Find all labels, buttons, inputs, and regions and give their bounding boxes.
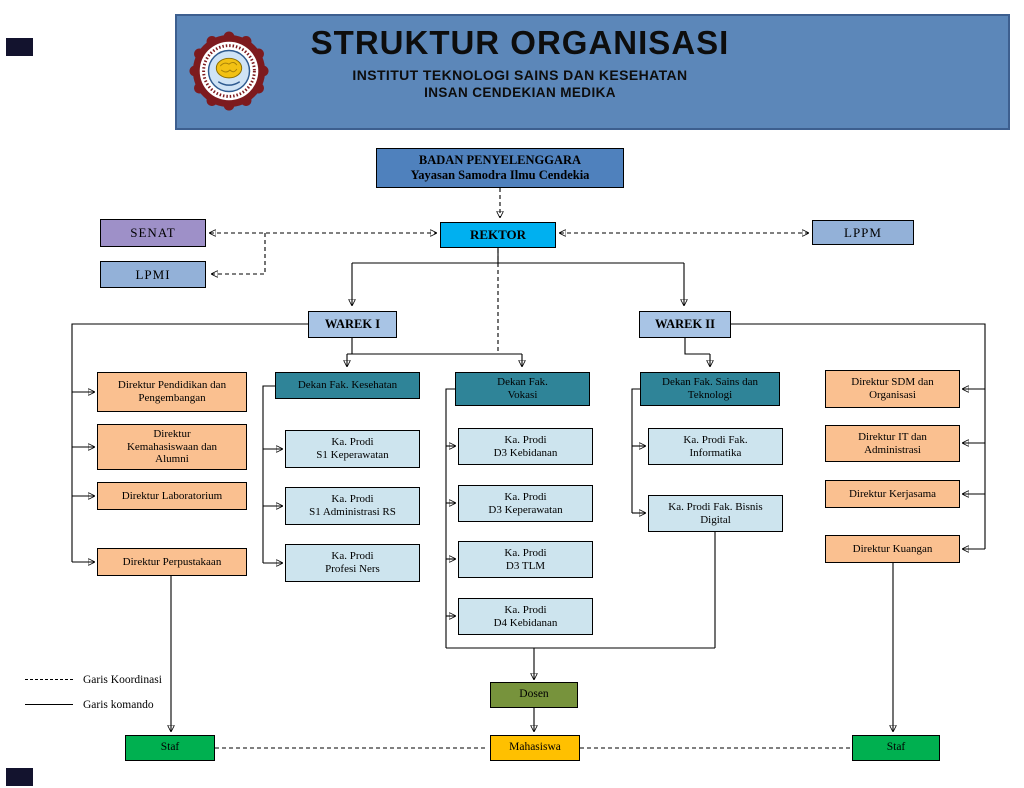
- node-senat: SENAT: [100, 219, 206, 247]
- node-rektor: REKTOR: [440, 222, 556, 248]
- node-staf-right: Staf: [852, 735, 940, 761]
- header-text-block: STRUKTUR ORGANISASI INSTITUT TEKNOLOGI S…: [195, 22, 845, 101]
- node-direktur-pendidikan: Direktur Pendidikan dan Pengembangan: [97, 372, 247, 412]
- node-kaprodi-s1-keperawatan: Ka. Prodi S1 Keperawatan: [285, 430, 420, 468]
- page-title: STRUKTUR ORGANISASI: [310, 24, 730, 61]
- legend: Garis Koordinasi Garis komando: [25, 667, 162, 717]
- node-direktur-keuangan: Direktur Kuangan: [825, 535, 960, 563]
- node-kaprodi-d3-tlm: Ka. Prodi D3 TLM: [458, 541, 593, 578]
- node-dekan-fak-kesehatan: Dekan Fak. Kesehatan: [275, 372, 420, 399]
- node-dekan-fak-vokasi: Dekan Fak. Vokasi: [455, 372, 590, 406]
- dashed-line-icon: [25, 679, 73, 680]
- node-badan-penyelenggara: BADAN PENYELENGGARA Yayasan Samodra Ilmu…: [376, 148, 624, 188]
- corner-mark-top: [6, 38, 33, 56]
- legend-item-komando: Garis komando: [25, 692, 162, 717]
- node-kaprodi-profesi-ners: Ka. Prodi Profesi Ners: [285, 544, 420, 582]
- node-direktur-kemahasiswaan: Direktur Kemahasiswaan dan Alumni: [97, 424, 247, 470]
- node-staf-left: Staf: [125, 735, 215, 761]
- solid-line-icon: [25, 704, 73, 705]
- node-warek-2: WAREK II: [639, 311, 731, 338]
- legend-label-komando: Garis komando: [83, 698, 154, 711]
- node-direktur-sdm: Direktur SDM dan Organisasi: [825, 370, 960, 408]
- node-warek-1: WAREK I: [308, 311, 397, 338]
- corner-mark-bottom: [6, 768, 33, 786]
- node-kaprodi-d3-keperawatan: Ka. Prodi D3 Keperawatan: [458, 485, 593, 522]
- node-direktur-laboratorium: Direktur Laboratorium: [97, 482, 247, 510]
- node-direktur-it: Direktur IT dan Administrasi: [825, 425, 960, 462]
- node-direktur-perpustakaan: Direktur Perpustakaan: [97, 548, 247, 576]
- page-subtitle-1: INSTITUT TEKNOLOGI SAINS DAN KESEHATAN: [352, 67, 688, 83]
- node-dosen: Dosen: [490, 682, 578, 708]
- page-subtitle-2: INSAN CENDEKIAN MEDIKA: [424, 85, 616, 100]
- node-direktur-kerjasama: Direktur Kerjasama: [825, 480, 960, 508]
- institute-logo-svg: [189, 31, 269, 111]
- dashed-coordination-lines: [210, 188, 850, 749]
- node-kaprodi-d4-kebidanan: Ka. Prodi D4 Kebidanan: [458, 598, 593, 635]
- node-lppm: LPPM: [812, 220, 914, 245]
- node-kaprodi-d3-kebidanan: Ka. Prodi D3 Kebidanan: [458, 428, 593, 465]
- node-kaprodi-s1-administrasi-rs: Ka. Prodi S1 Administrasi RS: [285, 487, 420, 525]
- legend-label-koordinasi: Garis Koordinasi: [83, 673, 162, 686]
- node-kaprodi-bisnis-digital: Ka. Prodi Fak. Bisnis Digital: [648, 495, 783, 532]
- node-mahasiswa: Mahasiswa: [490, 735, 580, 761]
- node-dekan-fak-sains-teknologi: Dekan Fak. Sains dan Teknologi: [640, 372, 780, 406]
- legend-item-koordinasi: Garis Koordinasi: [25, 667, 162, 692]
- institute-logo-icon: [188, 30, 270, 112]
- node-lpmi: LPMI: [100, 261, 206, 288]
- header-banner: [175, 14, 1010, 130]
- node-kaprodi-informatika: Ka. Prodi Fak. Informatika: [648, 428, 783, 465]
